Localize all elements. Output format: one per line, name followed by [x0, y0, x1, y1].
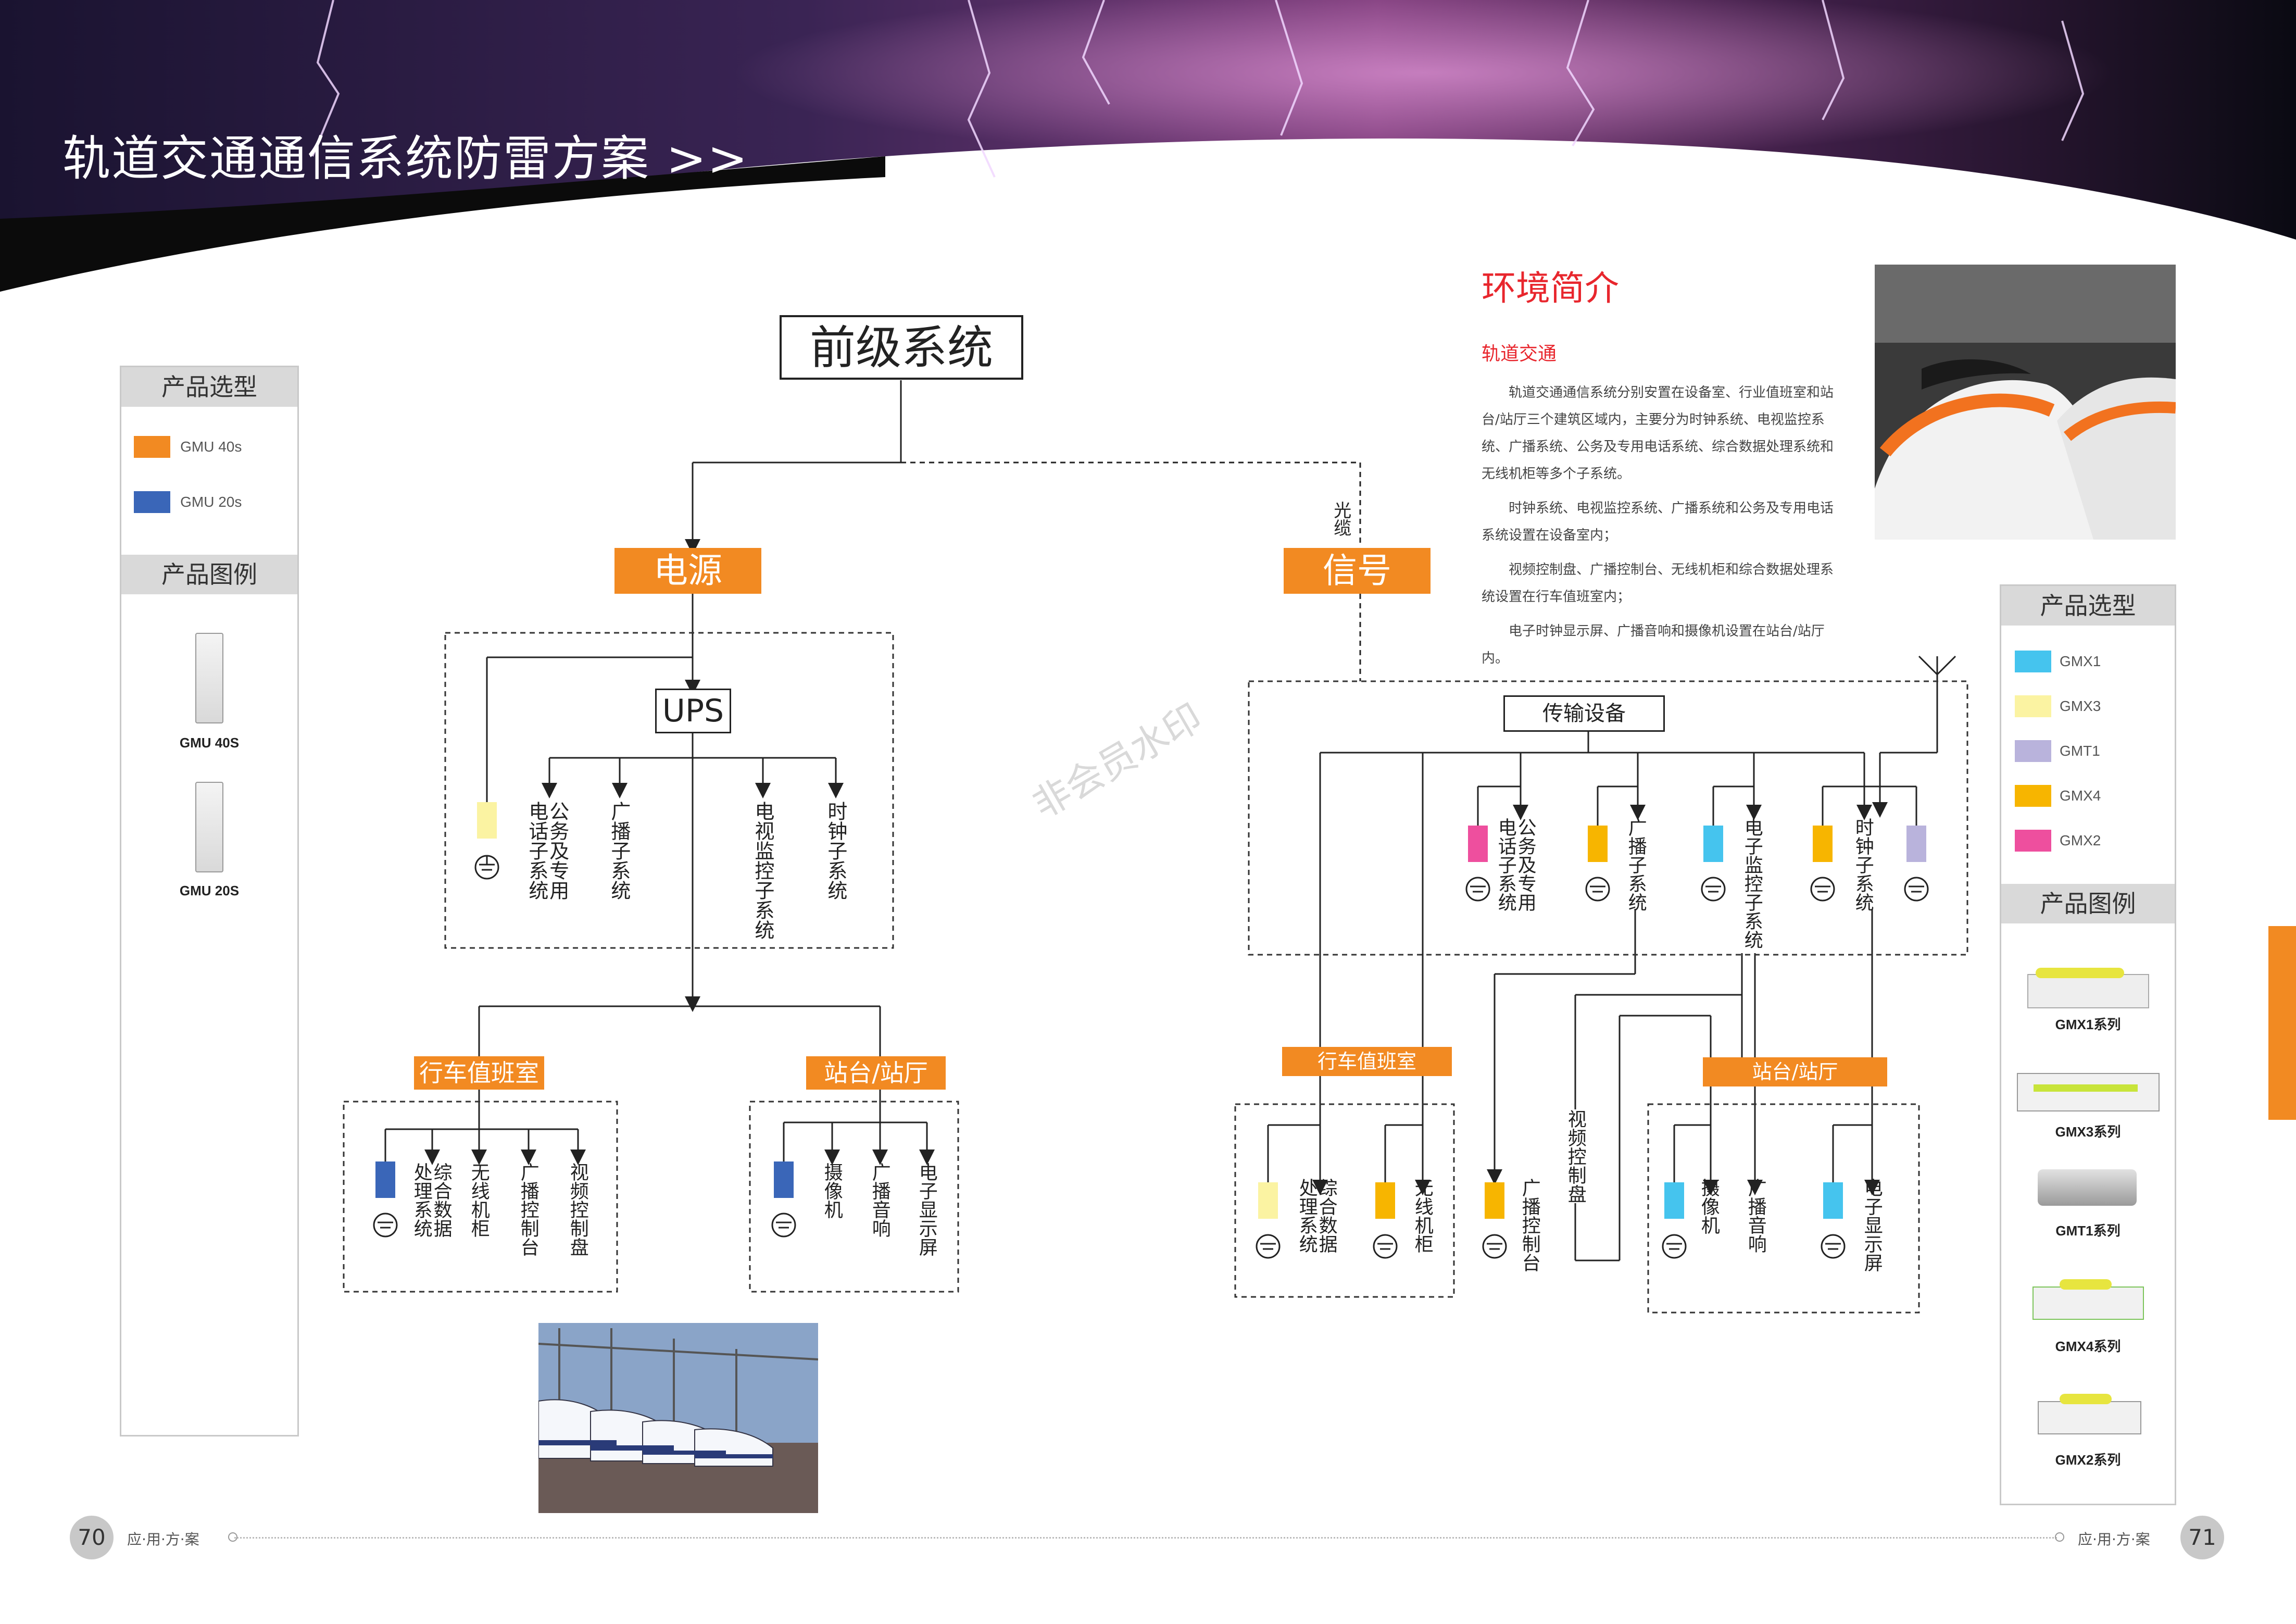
train-photo-top	[1875, 265, 2176, 540]
left-duty-item: 无线机柜	[468, 1163, 490, 1238]
left-duty-item: 视频控制盘	[567, 1163, 588, 1256]
left-station-box: 站台/站厅	[806, 1056, 946, 1090]
signal-subsystem-monitor: 电子监控子系统	[1741, 818, 1763, 949]
gmx3-caption: GMX3系列	[2055, 1124, 2121, 1140]
right-station-item: 电子显示屏	[1861, 1178, 1883, 1272]
intro-subtitle: 轨道交通	[1482, 343, 1557, 365]
signal-subsystem-phone: 公务及专用电话子系统	[1495, 818, 1536, 911]
left-station-item: 摄像机	[821, 1163, 843, 1219]
ups-box: UPS	[655, 689, 731, 733]
fiber-label: 光缆	[1330, 501, 1351, 536]
right-selection-item: GMX2	[2015, 830, 2101, 852]
footer-dot-icon	[228, 1532, 237, 1542]
power-box: 电源	[614, 548, 761, 594]
gmt1-caption: GMT1系列	[2055, 1223, 2121, 1239]
gmx1-image	[2027, 968, 2149, 1008]
right-middle-item: 视频控制盘	[1564, 1109, 1586, 1203]
right-selection-item: GMX3	[2015, 695, 2101, 717]
left-legend-title: 产品图例	[121, 555, 297, 594]
right-station-item: 摄像机	[1698, 1178, 1720, 1234]
header-banner	[0, 0, 2296, 292]
transmission-box: 传输设备	[1503, 695, 1665, 732]
left-selection-item: GMU 20s	[134, 491, 242, 513]
surge-protector-icon	[375, 802, 1926, 1219]
gmu20s-image	[195, 782, 223, 872]
right-middle-item: 广播控制台	[1519, 1178, 1540, 1272]
page-title: 轨道交通通信系统防雷方案 >>	[62, 131, 749, 186]
signal-subsystem-broadcast: 广播子系统	[1625, 818, 1647, 911]
footer-label-left: 应·用·方·案	[127, 1531, 199, 1548]
power-subsystem-clock: 时钟子系统	[824, 801, 847, 900]
left-station-item: 广播音响	[869, 1163, 890, 1238]
train-photo-bottom	[538, 1323, 818, 1513]
footer-label-right: 应·用·方·案	[2078, 1531, 2150, 1548]
power-subsystem-broadcast: 广播子系统	[607, 801, 631, 900]
side-tab	[2268, 926, 2296, 1120]
right-selection-title: 产品选型	[2001, 586, 2175, 626]
page-number-left: 70	[70, 1516, 114, 1559]
gmx1-caption: GMX1系列	[2055, 1017, 2121, 1032]
intro-title: 环境简介	[1482, 268, 1619, 308]
right-selection-item: GMX1	[2015, 651, 2101, 672]
right-selection-item: GMX4	[2015, 785, 2101, 807]
right-duty-room-box: 行车值班室	[1282, 1047, 1452, 1076]
right-station-box: 站台/站厅	[1703, 1057, 1887, 1086]
left-selection-item: GMU 40s	[134, 436, 242, 458]
signal-subsystem-clock: 时钟子系统	[1852, 818, 1874, 911]
power-subsystem-tv: 电视监控子系统	[751, 801, 774, 940]
left-station-item: 电子显示屏	[915, 1163, 937, 1256]
page-number-right: 71	[2180, 1516, 2224, 1559]
gmx4-image	[2032, 1279, 2144, 1320]
footer-dotted-line	[234, 1537, 2057, 1539]
left-selection-title: 产品选型	[121, 367, 297, 407]
gmx3-image	[2017, 1073, 2160, 1111]
footer-dot-icon	[2055, 1532, 2064, 1542]
gmu20s-caption: GMU 20S	[179, 883, 240, 898]
power-subsystem-phone: 公务及专用电话子系统	[525, 801, 569, 900]
top-system-box: 前级系统	[780, 315, 1023, 380]
right-legend-title: 产品图例	[2001, 884, 2175, 923]
intro-text: 轨道交通通信系统分别安置在设备室、行业值班室和站台/站厅三个建筑区域内，主要分为…	[1482, 385, 1834, 666]
right-duty-item: 综合数据处理系统	[1296, 1178, 1337, 1253]
ground-icon	[373, 855, 1929, 1259]
gmu40s-caption: GMU 40S	[179, 735, 240, 751]
gmx2-caption: GMX2系列	[2055, 1452, 2121, 1468]
left-product-panel: 产品选型 GMU 40s GMU 20s 产品图例 GMU 40S GMU 20…	[120, 366, 299, 1436]
right-selection-item: GMT1	[2015, 740, 2100, 762]
left-duty-item: 综合数据处理系统	[410, 1163, 452, 1238]
right-product-panel: 产品选型 GMX1 GMX3 GMT1 GMX4 GMX2 产品图例 GMX1系…	[2000, 584, 2176, 1505]
left-duty-room-box: 行车值班室	[414, 1056, 544, 1090]
gmu40s-image	[195, 633, 223, 723]
gmx4-caption: GMX4系列	[2055, 1339, 2121, 1354]
lightning-icon	[311, 0, 2085, 178]
signal-box: 信号	[1284, 548, 1431, 594]
right-duty-item: 无线机柜	[1411, 1178, 1433, 1253]
gmt1-image	[2038, 1169, 2137, 1206]
right-station-item: 广播音响	[1745, 1178, 1766, 1253]
left-duty-item: 广播控制台	[517, 1163, 539, 1256]
gmx2-image	[2038, 1394, 2141, 1434]
